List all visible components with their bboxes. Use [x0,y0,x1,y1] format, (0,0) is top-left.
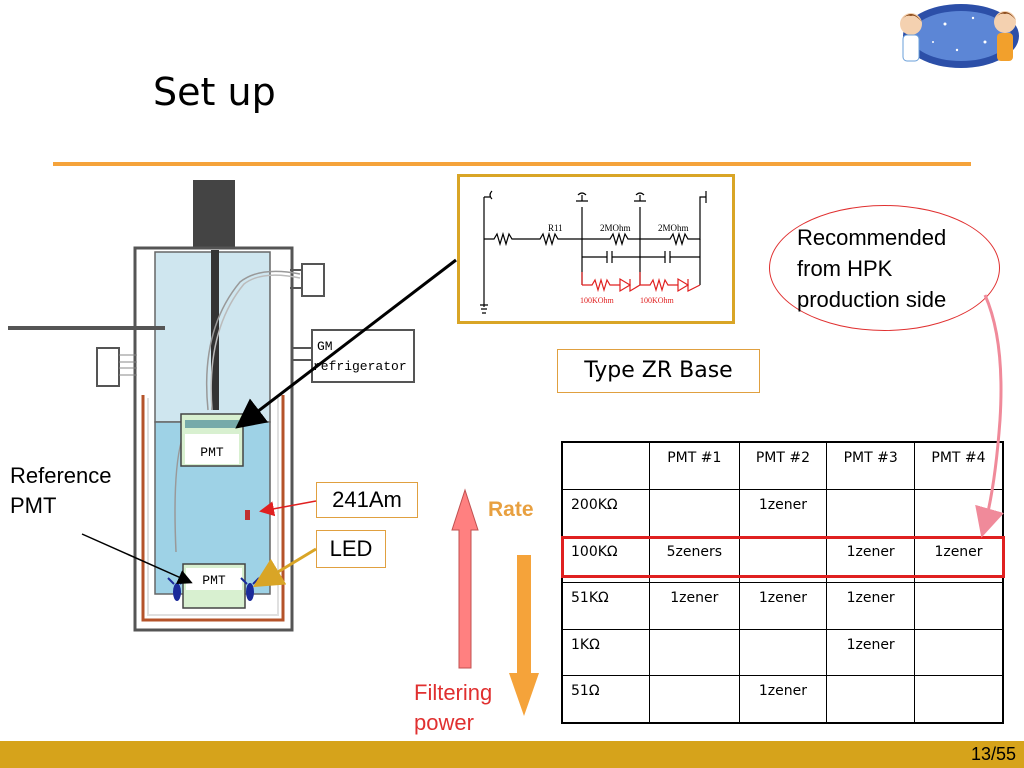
table-cell: 51KΩ [561,582,650,630]
circuit-diagram: R11 2MOhm 2MOhm 100KOhm 100KOhm [457,174,735,324]
am-source-label: 241Am [316,482,418,518]
reference-pmt-label: Reference PMT [10,461,140,521]
r-100k-label-1: 100KOhm [580,296,615,305]
table-cell [914,582,1004,630]
recommendation-line1: Recommended [797,225,947,250]
top-tube [193,180,235,250]
led-right-icon [246,583,254,601]
recommendation-ellipse [769,205,1000,331]
r-2mohm-label-1: 2MOhm [600,223,631,233]
filtering-power-label: Filtering power [414,678,492,738]
r-100k-label-2: 100KOhm [640,296,675,305]
table-cell [649,675,740,724]
recommendation-line3: production side [797,287,947,312]
rate-label: Rate [488,498,534,521]
circuit-caption: Type ZR Base [557,349,760,393]
table-cell [649,489,740,537]
table-cell [738,628,828,676]
footer-bar [0,741,1024,768]
cryostat-diagram: PMT PMT GM refrigerator [8,180,415,632]
led-label: LED [316,530,386,568]
table-cell: 1zener [826,582,915,630]
table-row: 200KΩ 1zener [561,489,1004,537]
r-2mohm-label-2: 2MOhm [658,223,689,233]
table-cell [914,675,1004,724]
reference-label-line1: Reference [10,463,112,488]
table-row: 1KΩ 1zener [561,628,1004,676]
table-cell: 1zener [826,628,915,676]
table-cell: 1zener [738,582,828,630]
table-header-corner [561,441,650,490]
table-cell [914,628,1004,676]
rate-up-arrow [451,488,479,669]
mascot-logo-icon [900,4,1019,68]
filter-label-line1: Filtering [414,680,493,705]
zener-config-table: PMT #1 PMT #2 PMT #3 PMT #4 200KΩ 1zener… [561,441,1004,724]
table-cell [649,628,740,676]
table-header-pmt1: PMT #1 [649,441,740,490]
table-cell: 1zener [738,675,828,724]
table-cell [914,489,1004,537]
gm-refrigerator-box [311,329,415,383]
table-row: 51KΩ 1zener 1zener 1zener [561,582,1004,630]
am-source-icon [245,510,250,520]
table-cell: 1zener [738,489,828,537]
recommendation-line2: from HPK [797,256,893,281]
table-header-pmt2: PMT #2 [738,441,828,490]
filter-label-line2: power [414,710,474,735]
gm-label-line2: refrigerator [313,359,407,374]
table-cell [826,675,915,724]
table-cell: 1zener [649,582,740,630]
page-number: 13/55 [970,744,1016,764]
reference-label-line2: PMT [10,493,57,518]
table-header-pmt4: PMT #4 [914,441,1004,490]
led-left-icon [173,583,181,601]
table-cell [826,489,915,537]
pmt-bottom-label: PMT [202,573,226,588]
filter-down-arrow [509,555,539,716]
table-header-pmt3: PMT #3 [826,441,915,490]
highlighted-row-frame [561,536,1005,578]
pmt-top-label: PMT [200,445,224,460]
table-cell: 1KΩ [561,628,650,676]
slide-title: Set up [153,70,276,114]
table-cell: 51Ω [561,675,650,724]
recommendation-text: Recommended from HPK production side [797,222,946,315]
table-header-row: PMT #1 PMT #2 PMT #3 PMT #4 [561,441,1004,490]
table-cell: 200KΩ [561,489,650,537]
r11-label: R11 [548,223,563,233]
table-row: 51Ω 1zener [561,675,1004,724]
gm-label-line1: GM [317,339,333,354]
title-underline [53,162,971,166]
